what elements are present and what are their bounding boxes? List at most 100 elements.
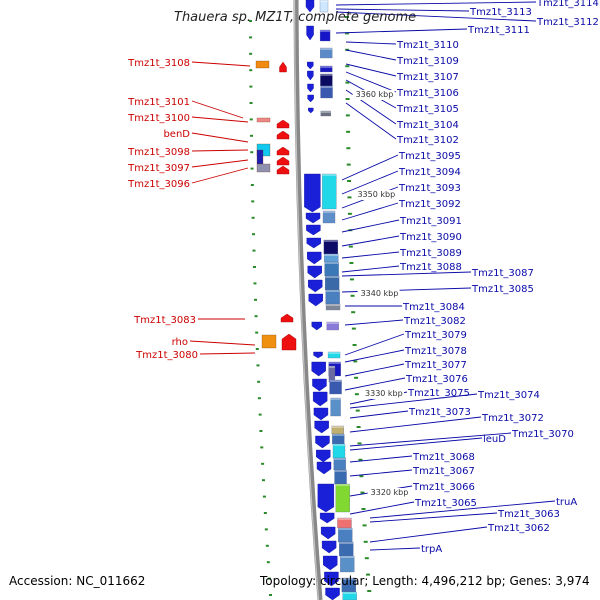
gene-label[interactable]: Tmz1t_3097 bbox=[127, 163, 190, 174]
gene-label[interactable]: Tmz1t_3114 bbox=[536, 0, 599, 9]
feature-block-shine bbox=[328, 366, 335, 368]
gene-label[interactable]: Tmz1t_3089 bbox=[399, 248, 462, 259]
scale-tick-mark bbox=[249, 134, 253, 137]
feature-block-shine bbox=[332, 434, 345, 436]
forward-gene-arrow bbox=[276, 146, 290, 156]
scale-tick-mark bbox=[252, 249, 256, 252]
label-leader-line bbox=[349, 455, 413, 463]
feature-block bbox=[322, 210, 336, 224]
gene-label[interactable]: Tmz1t_3101 bbox=[127, 97, 190, 108]
feature-block-shine bbox=[320, 74, 333, 76]
label-leader-line bbox=[341, 170, 399, 195]
gene-label[interactable]: Tmz1t_3098 bbox=[127, 147, 190, 158]
feature-block-shine bbox=[335, 484, 350, 486]
gene-label[interactable]: Tmz1t_3068 bbox=[412, 452, 475, 463]
genome-title: Thauera sp. MZ1T, complete genome bbox=[174, 10, 417, 25]
gene-label[interactable]: truA bbox=[556, 497, 577, 508]
feature-block-shine bbox=[328, 362, 341, 364]
scale-tick-mark bbox=[362, 524, 367, 527]
scale-tick-mark bbox=[354, 376, 359, 379]
reverse-gene-arrow bbox=[307, 83, 314, 93]
topology-text: Topology: circular; Length: 4,496,212 bp… bbox=[260, 574, 590, 588]
gene-label[interactable]: Tmz1t_3108 bbox=[127, 58, 190, 69]
feature-block bbox=[328, 365, 336, 383]
label-leader-line bbox=[345, 41, 397, 45]
reverse-gene-arrow bbox=[315, 435, 330, 449]
gene-label[interactable]: Tmz1t_3105 bbox=[396, 104, 459, 115]
gene-label[interactable]: Tmz1t_3076 bbox=[405, 374, 468, 385]
scale-label-bg bbox=[357, 289, 400, 299]
gene-label[interactable]: Tmz1t_3096 bbox=[127, 179, 190, 190]
label-leader-line bbox=[341, 154, 399, 181]
scale-label: 3330 kbp bbox=[365, 389, 403, 398]
feature-block-shine bbox=[323, 240, 338, 242]
label-leader-line bbox=[345, 49, 397, 61]
gene-label[interactable]: trpA bbox=[421, 544, 442, 555]
gene-label[interactable]: Tmz1t_3067 bbox=[412, 466, 475, 477]
gene-label[interactable]: Tmz1t_3079 bbox=[404, 330, 467, 341]
gene-label[interactable]: Tmz1t_3094 bbox=[398, 167, 461, 178]
label-leader-line bbox=[349, 393, 478, 409]
feature-block-shine bbox=[324, 262, 339, 264]
scale-tick-mark bbox=[347, 180, 352, 182]
gene-label[interactable]: Tmz1t_3090 bbox=[399, 232, 462, 243]
label-leader-line bbox=[341, 219, 400, 233]
gene-label[interactable]: Tmz1t_3110 bbox=[396, 40, 459, 51]
scale-tick-mark bbox=[255, 331, 259, 334]
gene-label[interactable]: Tmz1t_3077 bbox=[404, 360, 467, 371]
gene-label[interactable]: Tmz1t_3083 bbox=[133, 315, 196, 326]
gene-label[interactable]: rho bbox=[172, 337, 188, 348]
gene-label[interactable]: Tmz1t_3065 bbox=[414, 498, 477, 509]
gene-label[interactable]: Tmz1t_3073 bbox=[408, 407, 471, 418]
gene-label[interactable]: Tmz1t_3091 bbox=[399, 216, 462, 227]
gene-label[interactable]: Tmz1t_3087 bbox=[471, 268, 534, 279]
gene-label[interactable]: Tmz1t_3062 bbox=[487, 523, 550, 534]
gene-label[interactable]: Tmz1t_3088 bbox=[399, 262, 462, 273]
gene-label[interactable]: Tmz1t_3104 bbox=[396, 120, 459, 131]
gene-label[interactable]: Tmz1t_3082 bbox=[403, 316, 466, 327]
gene-label[interactable]: Tmz1t_3085 bbox=[471, 284, 534, 295]
feature-block bbox=[335, 483, 350, 513]
gene-label[interactable]: Tmz1t_3078 bbox=[404, 346, 467, 357]
label-leader-line bbox=[349, 432, 512, 447]
gene-label[interactable]: Tmz1t_3112 bbox=[536, 17, 599, 28]
gene-label[interactable]: leuD bbox=[483, 434, 506, 445]
feature-block bbox=[334, 469, 347, 485]
gene-label[interactable]: Tmz1t_3075 bbox=[407, 388, 470, 399]
feature-block bbox=[320, 110, 331, 117]
gene-label[interactable]: Tmz1t_3106 bbox=[396, 88, 459, 99]
gene-label[interactable]: Tmz1t_3084 bbox=[402, 302, 465, 313]
gene-label[interactable]: Tmz1t_3093 bbox=[398, 183, 461, 194]
gene-label[interactable]: Tmz1t_3102 bbox=[396, 135, 459, 146]
scale-label-bg bbox=[367, 488, 410, 498]
reverse-gene-arrow bbox=[307, 61, 314, 70]
scale-tick-mark bbox=[364, 557, 369, 560]
forward-feature-block bbox=[256, 149, 264, 165]
feature-block-shine bbox=[341, 578, 356, 580]
gene-label[interactable]: benD bbox=[163, 129, 190, 140]
feature-block bbox=[322, 173, 337, 210]
gene-label[interactable]: Tmz1t_3111 bbox=[467, 25, 530, 36]
gene-label[interactable]: Tmz1t_3095 bbox=[398, 151, 461, 162]
gene-label[interactable]: Tmz1t_3107 bbox=[396, 72, 459, 83]
gene-label[interactable]: Tmz1t_3074 bbox=[477, 390, 540, 401]
reverse-gene-arrow bbox=[306, 237, 321, 249]
gene-label[interactable]: Tmz1t_3080 bbox=[135, 350, 198, 361]
gene-label[interactable]: Tmz1t_3092 bbox=[398, 199, 461, 210]
scale-tick-mark bbox=[261, 479, 265, 482]
reverse-gene-arrow bbox=[317, 483, 335, 513]
backbone-highlight bbox=[293, 0, 320, 600]
gene-label[interactable]: Tmz1t_3100 bbox=[127, 113, 190, 124]
gene-label[interactable]: Tmz1t_3113 bbox=[469, 7, 532, 18]
label-leader-line bbox=[345, 63, 397, 77]
scale-tick-mark bbox=[345, 65, 350, 68]
forward-feature-block bbox=[256, 117, 271, 123]
feature-block bbox=[326, 321, 339, 331]
label-leader-line bbox=[369, 512, 498, 523]
gene-label[interactable]: Tmz1t_3109 bbox=[396, 56, 459, 67]
gene-label[interactable]: Tmz1t_3063 bbox=[497, 509, 560, 520]
gene-label[interactable]: Tmz1t_3070 bbox=[511, 429, 574, 440]
gene-label[interactable]: Tmz1t_3066 bbox=[412, 482, 475, 493]
gene-label[interactable]: Tmz1t_3072 bbox=[481, 413, 544, 424]
feature-block bbox=[342, 591, 357, 600]
